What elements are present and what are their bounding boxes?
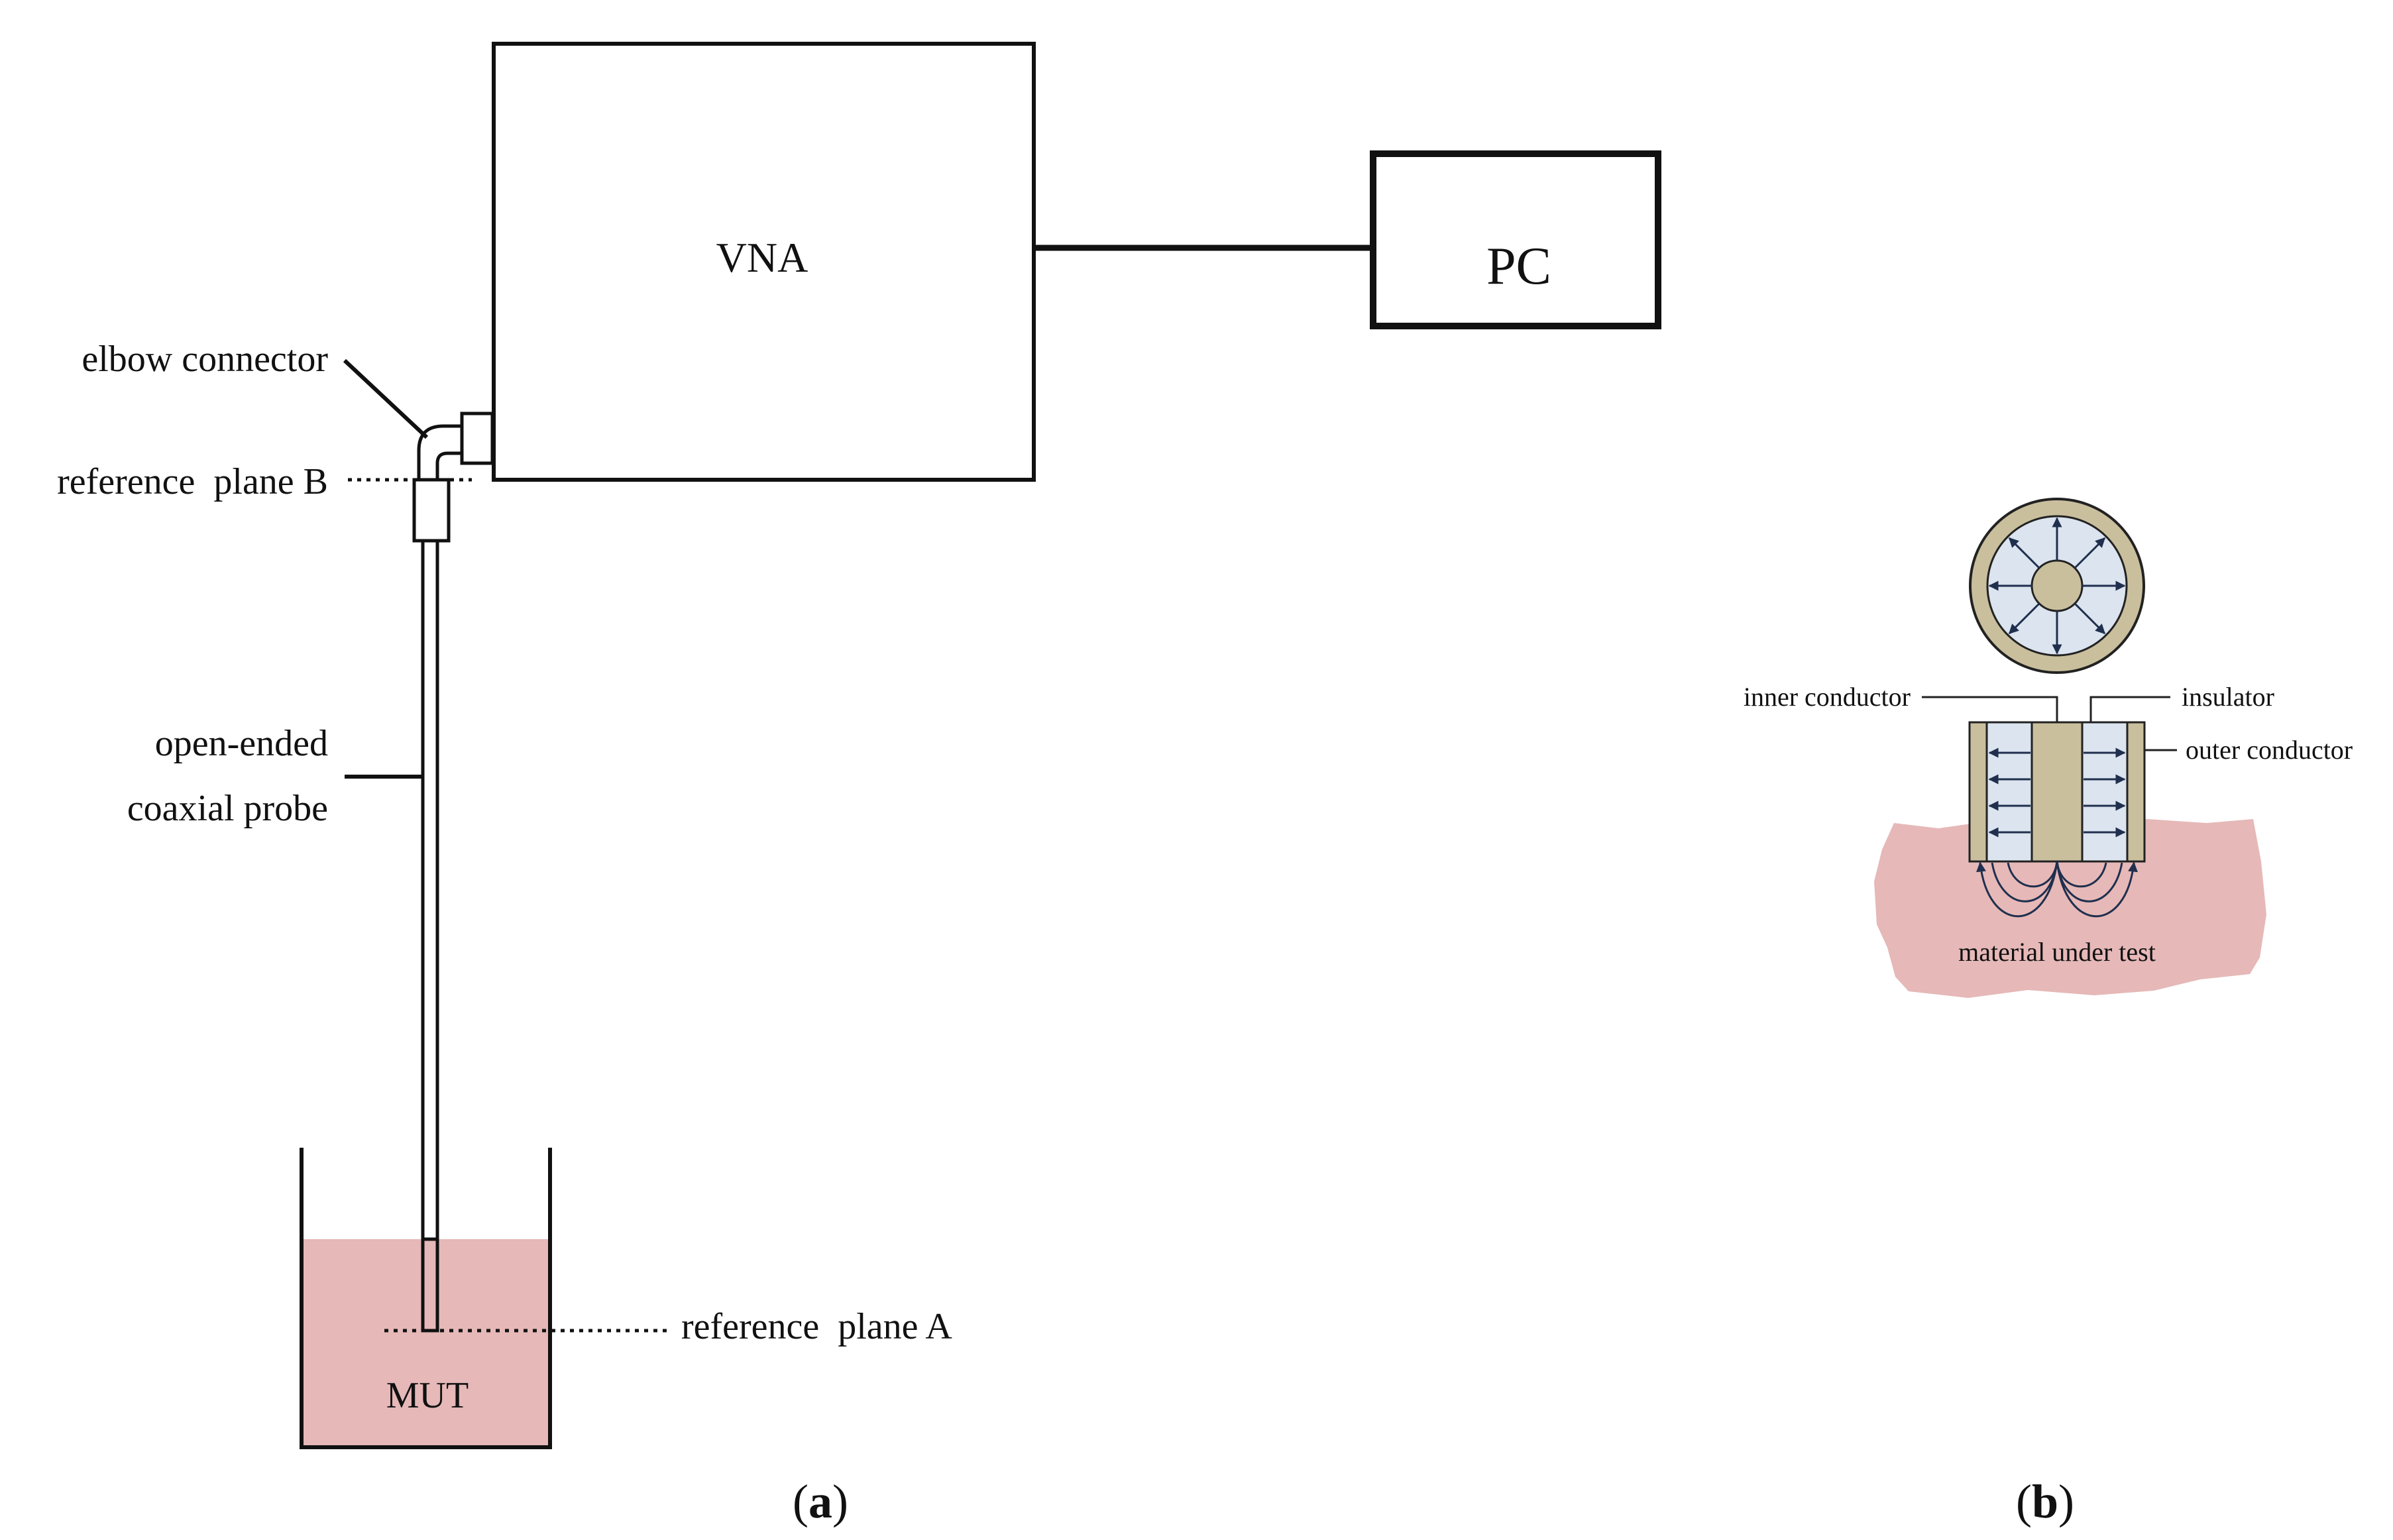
inner-conductor-leader [1922,696,2058,722]
material-under-test-blob [1874,819,2266,998]
insulator-label: insulator [2182,682,2274,712]
mut-label: MUT [386,1375,469,1416]
caption-b: (b) [2016,1475,2074,1528]
elbow-connector [417,424,464,482]
coax-cross-section [1969,498,2145,674]
vna-port [460,412,494,465]
probe-label-line1: open-ended [155,723,328,764]
vna-box [492,42,1036,482]
pc-box [1370,150,1661,329]
elbow-leader-line [343,358,429,439]
reference-plane-b-label: reference plane B [57,461,328,502]
insulator-leader [2089,696,2170,722]
outer-conductor-label: outer conductor [2186,735,2353,765]
coaxial-probe-shaft [421,539,439,1333]
caption-a: (a) [793,1475,848,1528]
inner-conductor-label: inner conductor [1744,682,1911,712]
panel-a: VNA PC MUT reference plane B elbow conne… [57,42,1661,1528]
pc-label: PC [1486,237,1551,296]
panel-b: inner conductor insulator outer conducto… [1744,498,2353,1528]
vna-label: VNA [716,234,808,281]
coax-longitudinal-section [1968,721,2146,918]
probe-label-line2: coaxial probe [127,788,328,829]
probe-in-mut [421,1237,439,1333]
material-under-test-label: material under test [1958,937,2156,967]
elbow-connector-label: elbow connector [82,339,328,380]
probe-adapter [412,478,451,543]
reference-plane-a-label: reference plane A [681,1306,952,1347]
beaker [300,1148,552,1449]
